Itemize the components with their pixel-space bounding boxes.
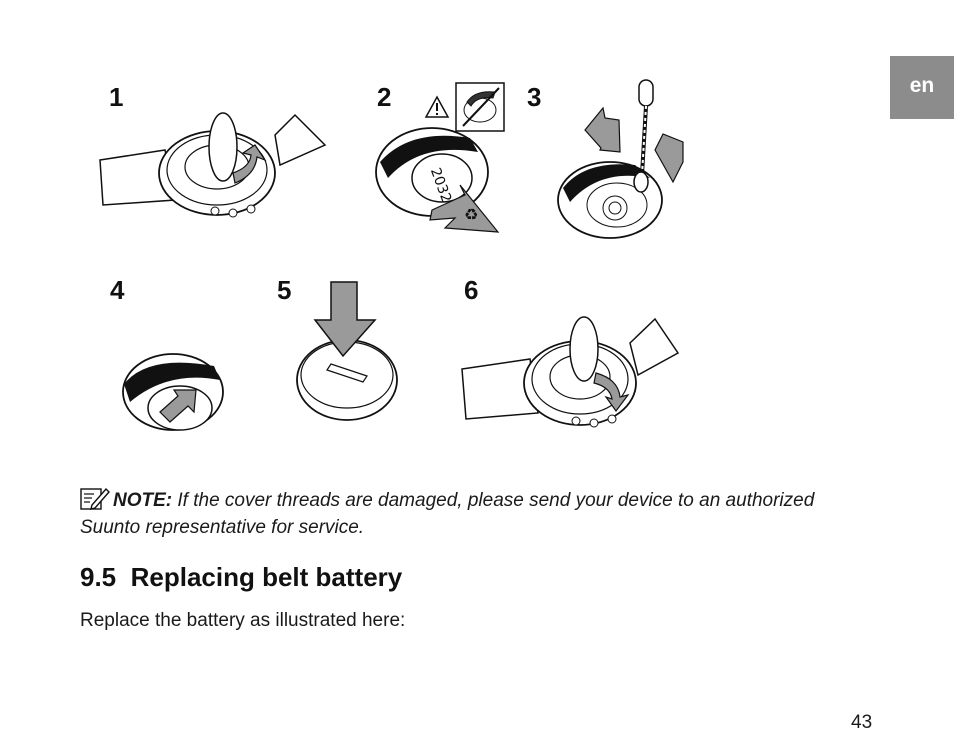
- section-number: 9.5: [80, 562, 117, 592]
- note-text: If the cover threads are damaged, please…: [80, 490, 815, 538]
- step-5-illustration: [296, 281, 398, 421]
- page-number: 43: [851, 712, 873, 733]
- step-number-5: 5: [277, 275, 292, 305]
- body-paragraph: Replace the battery as illustrated here:: [80, 610, 406, 631]
- warning-triangle-icon: [424, 95, 450, 118]
- note-label: NOTE:: [113, 490, 173, 511]
- recycle-icon: ♻: [464, 207, 478, 224]
- step-3-illustration: [557, 79, 684, 239]
- section-title-text: Replacing belt battery: [130, 562, 403, 592]
- step-1-illustration: [99, 112, 327, 218]
- step-4-illustration: [122, 353, 224, 431]
- step-number-2: 2: [377, 82, 392, 112]
- section-heading: 9.5 Replacing belt battery: [80, 562, 402, 593]
- step-number-1: 1: [109, 82, 124, 112]
- no-tool-icon: [455, 82, 505, 132]
- step-2-illustration: 2032 ♻: [375, 127, 500, 233]
- step-6-illustration: [461, 316, 680, 428]
- note-paragraph: NOTE: If the cover threads are damaged, …: [80, 486, 860, 541]
- note-pencil-icon: [80, 487, 110, 510]
- step-number-3: 3: [527, 82, 542, 112]
- step-number-6: 6: [464, 275, 479, 305]
- step-number-4: 4: [110, 275, 125, 305]
- language-tab: en: [890, 56, 954, 119]
